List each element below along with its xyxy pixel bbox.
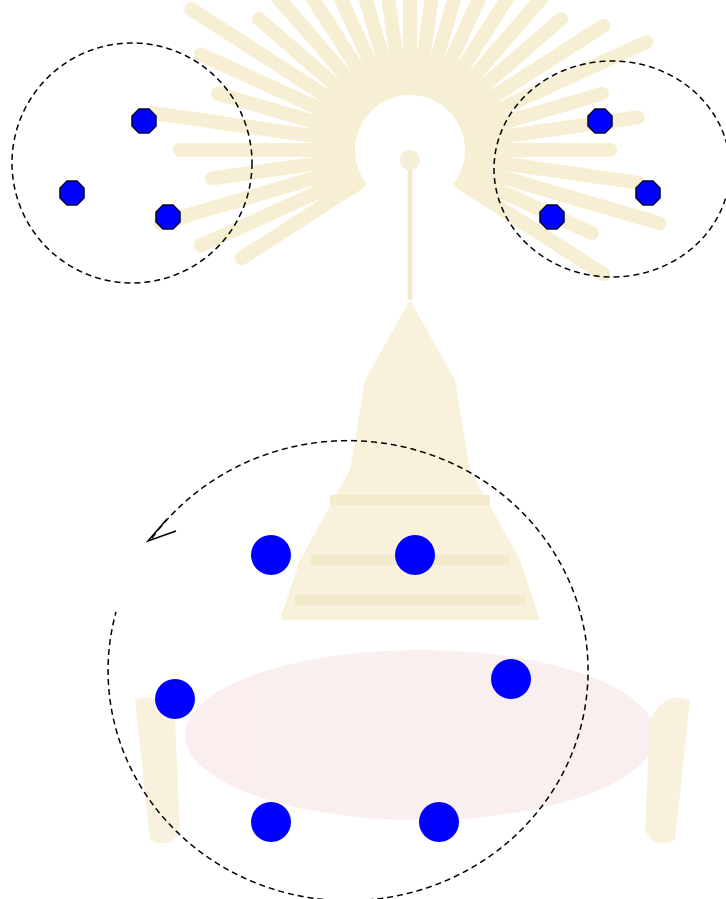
top-left-cluster [12, 43, 252, 283]
octagon-node [60, 181, 84, 205]
circle-node [395, 535, 435, 575]
emblem-base-right [645, 698, 690, 844]
top-left-dashed-circle [12, 43, 252, 283]
circle-node [251, 535, 291, 575]
emblem-spire-tip [400, 150, 420, 170]
octagon-node [132, 109, 156, 133]
circle-node [491, 659, 531, 699]
octagon-node [540, 205, 564, 229]
octagon-node [588, 109, 612, 133]
emblem-base-left [135, 698, 180, 844]
circle-node [419, 802, 459, 842]
emblem-cushion [185, 650, 655, 820]
octagon-node [156, 205, 180, 229]
circle-node [155, 679, 195, 719]
top-left-nodes [60, 109, 180, 229]
circle-node [251, 802, 291, 842]
octagon-node [636, 181, 660, 205]
